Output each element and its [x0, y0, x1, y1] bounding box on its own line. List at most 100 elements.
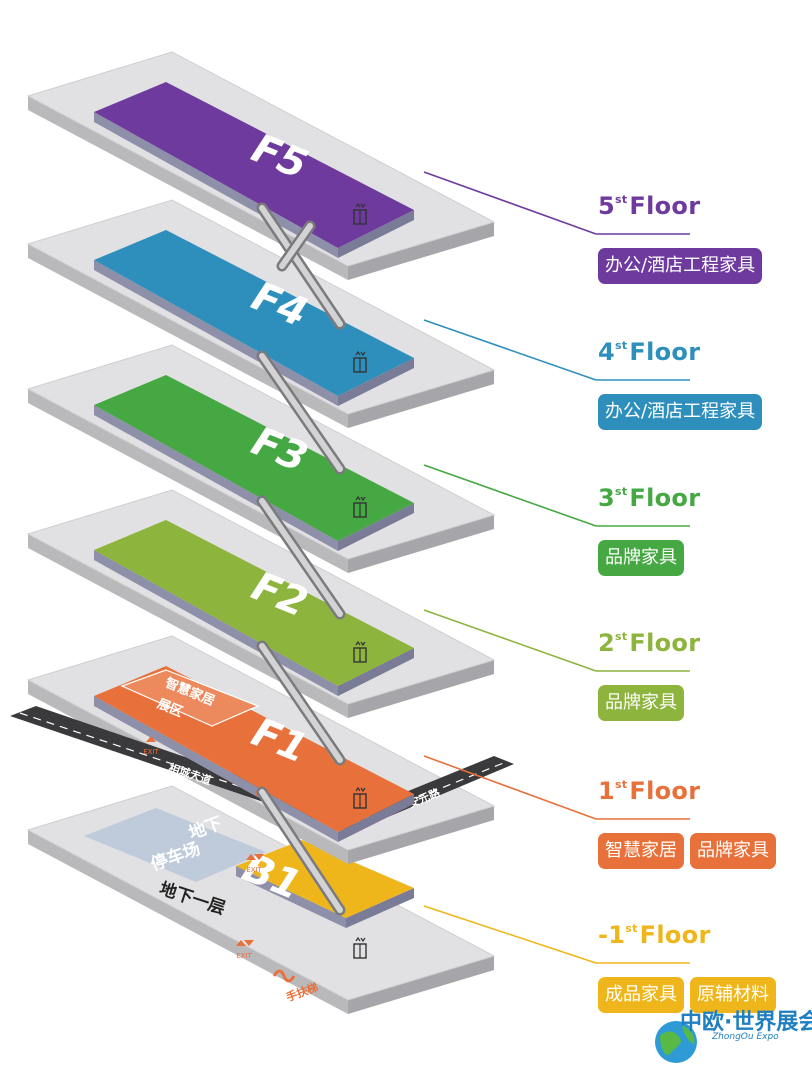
floor-word: Floor: [629, 484, 701, 512]
floor-number: 5: [598, 192, 615, 220]
exit-text: EXIT: [236, 952, 252, 960]
logo-text: 中欧·世界展会: [680, 1010, 812, 1035]
elevator-icon: [353, 936, 367, 959]
leader-line: [423, 319, 597, 381]
leader-line: [423, 464, 597, 527]
escalator-shaft-inner: [279, 223, 313, 269]
category-tag: 品牌家具: [598, 540, 684, 576]
floor-block: [94, 230, 414, 396]
floor-title-f4: 4stFloor: [598, 338, 700, 366]
floor-suffix: st: [615, 630, 628, 643]
category-tag: 品牌家具: [598, 685, 684, 721]
floor-block: [94, 520, 414, 686]
exit-arrow-icon: [146, 736, 156, 742]
leader-line: [423, 905, 597, 964]
plate-side: [28, 389, 348, 573]
exit-marker: EXIT: [143, 736, 160, 756]
category-tag: 办公/酒店工程家具: [598, 394, 763, 430]
leader-line: [423, 171, 597, 235]
escalator-shaft-inner: [259, 353, 343, 472]
exit-arrow-icon: [246, 854, 264, 860]
floor-word: Floor: [639, 921, 711, 949]
exit-arrow-icon: [236, 940, 254, 946]
floor-title-b1: -1stFloor: [598, 921, 711, 949]
leader-line: [423, 609, 597, 672]
exit-marker: EXIT: [246, 854, 264, 874]
floor-title-f1: 1stFloor: [598, 777, 700, 805]
floor-suffix: st: [615, 193, 628, 206]
parking-area: [84, 808, 266, 882]
block-side: [236, 866, 346, 928]
road-dash: [19, 712, 353, 825]
floor-number: 2: [598, 629, 615, 657]
block-side: [338, 648, 414, 696]
block-side: [338, 358, 414, 406]
connector-lines: [423, 171, 690, 964]
floor-word: Floor: [629, 629, 701, 657]
logo-subtext: ZhongOu Expo: [712, 1032, 779, 1042]
floor-title-f3: 3stFloor: [598, 484, 700, 512]
exit-arrow-icon: [258, 778, 268, 784]
category-tag: 办公/酒店工程家具: [598, 248, 763, 284]
escalator-icon: [272, 969, 296, 983]
category-tag: 原辅材料: [690, 977, 776, 1013]
plate-side: [348, 956, 494, 1014]
exit-marker: EXIT: [236, 940, 254, 960]
floor-suffix: st: [625, 922, 638, 935]
floor-suffix: st: [615, 778, 628, 791]
category-tag: 智慧家居: [598, 833, 684, 869]
elevator-icon: [353, 640, 367, 663]
floor-title-f2: 2stFloor: [598, 629, 700, 657]
floor-word: Floor: [629, 192, 701, 220]
floor-title-f5: 5stFloor: [598, 192, 700, 220]
exit-marker: EXIT: [369, 778, 386, 798]
category-tag: 成品家具: [598, 977, 684, 1013]
elevator-icon: [353, 495, 367, 518]
floor-word: Floor: [629, 777, 701, 805]
floor-suffix: st: [615, 485, 628, 498]
exit-text: EXIT: [246, 866, 262, 874]
block-side: [338, 794, 414, 842]
plate-side: [348, 370, 494, 428]
plate-side: [348, 806, 494, 864]
floor-block: [94, 82, 414, 248]
floor-number: 3: [598, 484, 615, 512]
leader-line: [423, 755, 597, 820]
block-side: [338, 210, 414, 258]
exit-text: EXIT: [369, 790, 385, 798]
floor-layer-f3: F3: [26, 344, 496, 573]
smart-home-zone: [120, 669, 260, 727]
escalator-shaft-inner: [259, 498, 343, 617]
escalator-shaft-inner: [259, 643, 343, 763]
floor-suffix: st: [615, 339, 628, 352]
floor-number: 1: [598, 777, 615, 805]
block-side: [338, 503, 414, 551]
elevator-icon: [353, 350, 367, 373]
plate-side: [28, 830, 348, 1014]
block-side: [346, 888, 414, 928]
floor-layer-f4: F4: [26, 199, 496, 428]
floor-block: [94, 375, 414, 541]
floor-layer-f5: F5: [26, 51, 496, 280]
escalator-shaft-inner: [259, 205, 343, 327]
plate-side: [28, 534, 348, 718]
elevator-icon: [353, 786, 367, 809]
escalator-shaft-inner: [259, 789, 343, 913]
globe-icon: [655, 1021, 697, 1063]
plate-side: [348, 660, 494, 718]
category-tag: 品牌家具: [690, 833, 776, 869]
plate-side: [348, 515, 494, 573]
plate-side: [348, 222, 494, 280]
floor-number: -1: [598, 921, 626, 949]
elevator-icon: [353, 202, 367, 225]
expo-logo: 中欧·世界展会 ZhongOu Expo: [650, 1002, 812, 1080]
exit-text: EXIT: [143, 748, 159, 756]
plate-side: [28, 96, 348, 280]
escalator-shafts: [256, 202, 346, 916]
exit-arrow-icon: [372, 778, 382, 784]
floor-number: 4: [598, 338, 615, 366]
plate-side: [28, 244, 348, 428]
